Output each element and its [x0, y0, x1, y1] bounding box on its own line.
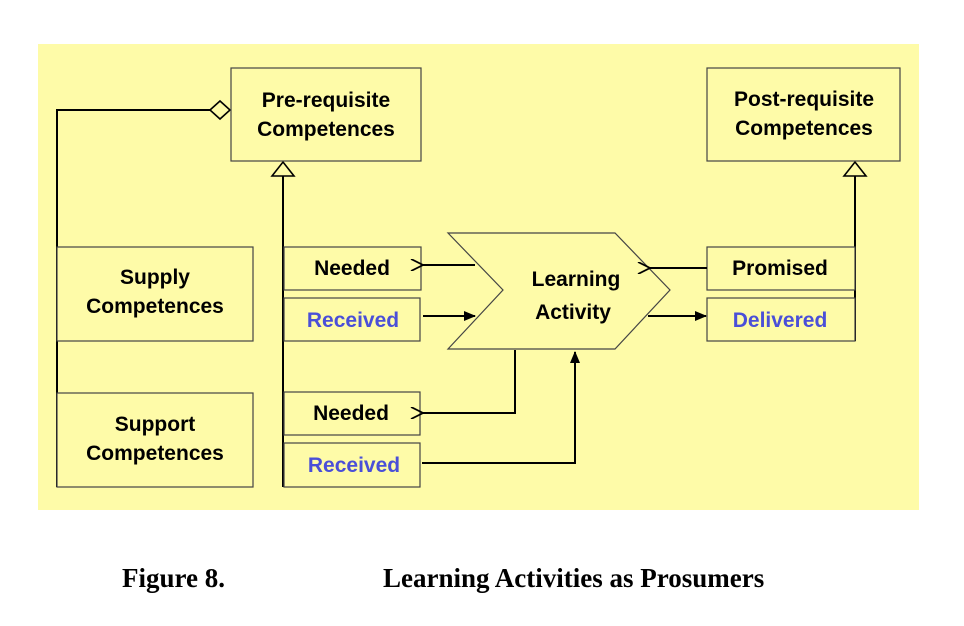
svg-text:Needed: Needed: [314, 257, 390, 280]
pre-requisite-box: Pre-requisite Competences: [230, 67, 422, 162]
svg-text:Promised: Promised: [732, 257, 828, 280]
learning-activity-chevron: Learning Activity: [446, 232, 671, 350]
supply-competences-box: Supply Competences: [56, 246, 254, 342]
delivered-box: Delivered: [706, 297, 856, 342]
svg-text:Competences: Competences: [86, 295, 224, 318]
svg-text:Needed: Needed: [313, 402, 389, 425]
svg-text:Competences: Competences: [86, 442, 224, 465]
figure-title: Learning Activities as Prosumers: [383, 563, 764, 593]
svg-text:Supply: Supply: [120, 266, 190, 289]
svg-text:Received: Received: [308, 454, 400, 477]
svg-text:Competences: Competences: [257, 118, 395, 141]
received-box-2: Received: [283, 442, 421, 488]
svg-text:Delivered: Delivered: [733, 309, 828, 332]
post-requisite-box: Post-requisite Competences: [706, 67, 901, 162]
figure-number: Figure 8.: [122, 563, 225, 593]
svg-text:Activity: Activity: [535, 301, 611, 324]
svg-text:Pre-requisite: Pre-requisite: [262, 89, 390, 112]
needed-arrow-2: [423, 350, 516, 413]
needed-box-2: Needed: [283, 391, 421, 436]
support-competences-box: Support Competences: [56, 392, 254, 488]
svg-text:Received: Received: [307, 309, 399, 332]
triangle-arrow-icon: [270, 160, 296, 177]
needed-box-1: Needed: [283, 246, 422, 291]
promised-box: Promised: [706, 246, 856, 291]
svg-text:Post-requisite: Post-requisite: [734, 88, 874, 111]
triangle-arrow-icon: [842, 160, 868, 177]
svg-text:Competences: Competences: [735, 117, 873, 140]
svg-text:Support: Support: [115, 413, 195, 436]
received-arrow-2: [422, 351, 580, 464]
diamond-icon: [208, 99, 232, 121]
aggregation-line: [56, 109, 210, 487]
svg-text:Learning: Learning: [532, 268, 621, 291]
received-box-1: Received: [283, 297, 421, 342]
